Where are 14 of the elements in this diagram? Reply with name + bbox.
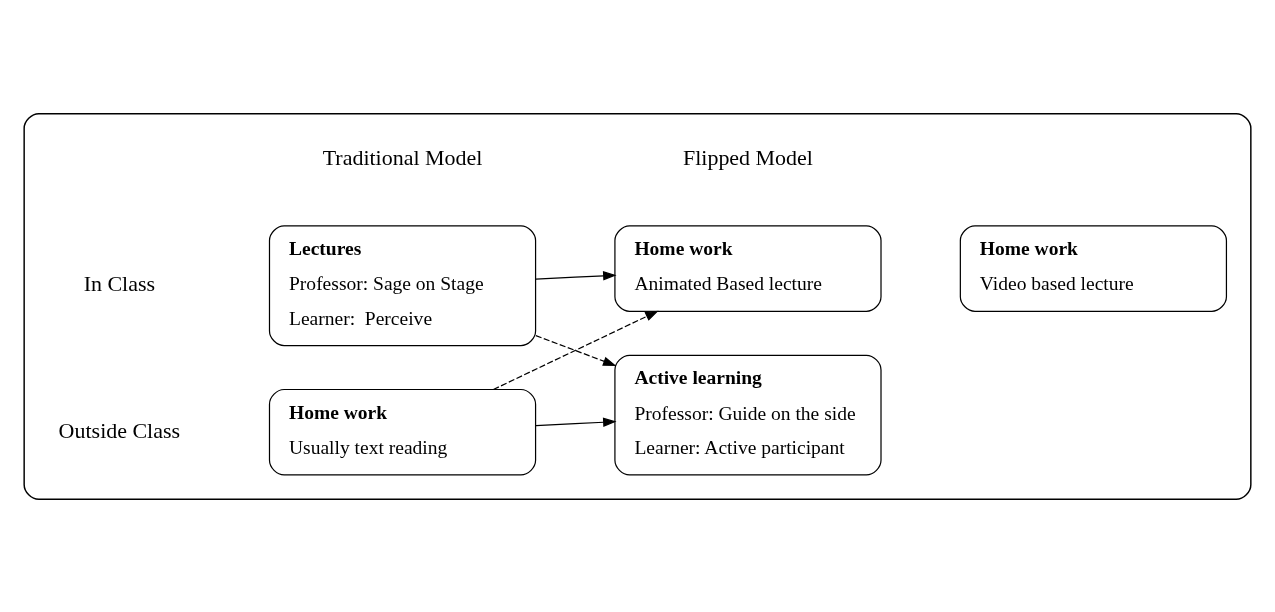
arrow [492,310,659,390]
cluster [23,112,1252,500]
node-box: Lectures Professor: Sage on Stage Learner: Perceive [268,224,537,346]
label: In Class [83,270,156,296]
arrow [535,270,617,280]
node-box: Home work Usually text reading [268,388,537,476]
arrow [535,334,617,366]
label: Traditional Model [322,144,483,170]
label: Flipped Model [682,144,813,170]
label: Outside Class [58,417,181,443]
node-box: Home work Animated Based lecture [614,224,882,312]
arrow [535,417,617,427]
node-box: Active learning Professor: Guide on the side Learner: Active participant [614,354,882,476]
node-box: Home work Video based lecture [959,224,1228,312]
